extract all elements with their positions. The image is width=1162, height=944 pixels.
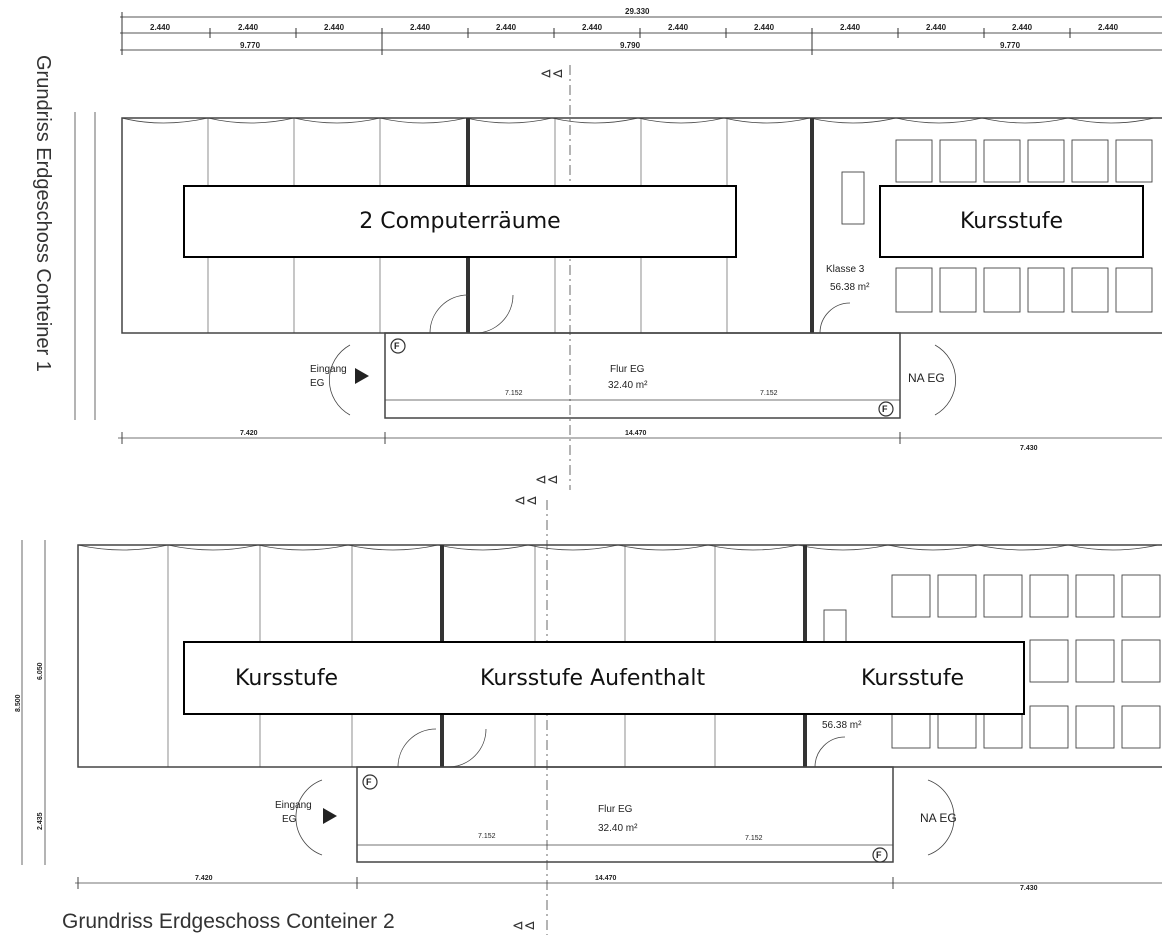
svg-text:7.420: 7.420 — [195, 875, 213, 882]
svg-text:2.440: 2.440 — [582, 23, 603, 32]
dim-total-top: 29.330 — [625, 7, 650, 16]
svg-text:7.152: 7.152 — [505, 390, 523, 397]
svg-text:8.500: 8.500 — [15, 694, 22, 712]
svg-text:2.435: 2.435 — [37, 812, 44, 830]
svg-text:F: F — [394, 341, 400, 351]
svg-text:2.440: 2.440 — [840, 23, 861, 32]
svg-text:2.440: 2.440 — [496, 23, 517, 32]
svg-text:6.050: 6.050 — [37, 662, 44, 680]
svg-text:2.440: 2.440 — [410, 23, 431, 32]
corridor-label-2: Flur EG — [598, 804, 633, 815]
kursstufe-aufenthalt-text: Kursstufe Aufenthalt — [480, 665, 706, 691]
desk-layout-1 — [841, 139, 1153, 313]
svg-text:9.790: 9.790 — [620, 41, 641, 50]
svg-text:7.152: 7.152 — [478, 833, 496, 840]
svg-text:7.420: 7.420 — [240, 430, 258, 437]
corridor-area-1: 32.40 m² — [608, 380, 648, 391]
kursstufe-text-1: Kursstufe — [959, 209, 1064, 234]
room-class-label: Klasse 3 — [826, 264, 865, 275]
svg-text:⊲⊲: ⊲⊲ — [535, 471, 558, 487]
svg-text:7.152: 7.152 — [745, 835, 763, 842]
north-arrow-icon: ⊲⊲ — [512, 917, 535, 933]
svg-text:2.440: 2.440 — [238, 23, 259, 32]
entrance-eg-2: EG — [282, 814, 297, 825]
kursstufe-right-text: Kursstufe — [861, 665, 965, 691]
corridor-label-1: Flur EG — [610, 364, 645, 375]
svg-text:⊲⊲: ⊲⊲ — [514, 492, 537, 508]
entrance-arrow-1 — [355, 368, 369, 384]
svg-text:F: F — [366, 777, 372, 787]
room-area-label-2: 56.38 m² — [822, 720, 862, 731]
svg-text:2.440: 2.440 — [668, 23, 689, 32]
svg-text:F: F — [882, 404, 888, 414]
entrance-label-1: Eingang — [310, 364, 347, 375]
label-computer-rooms: 2 Computerräume — [183, 185, 737, 258]
label-kursstufe-group-2: Kursstufe Kursstufe Aufenthalt Kursstufe — [183, 641, 1025, 715]
north-arrow-icon: ⊲⊲ — [540, 65, 563, 81]
fire-extinguisher-icon — [362, 774, 378, 790]
label-kursstufe-1: Kursstufe — [879, 185, 1144, 258]
fire-extinguisher-icon — [872, 847, 888, 863]
svg-text:9.770: 9.770 — [240, 41, 261, 50]
svg-text:7.430: 7.430 — [1020, 445, 1038, 452]
entrance-label-2: Eingang — [275, 800, 312, 811]
plan2-title: Grundriss Erdgeschoss Conteiner 2 — [62, 910, 395, 933]
svg-text:7.152: 7.152 — [760, 390, 778, 397]
svg-text:F: F — [876, 850, 882, 860]
svg-text:14.470: 14.470 — [625, 430, 647, 437]
svg-text:2.440: 2.440 — [1012, 23, 1033, 32]
plan1-title: Grundriss Erdgeschoss Conteiner 1 — [32, 55, 54, 372]
room-area-label-1: 56.38 m² — [830, 282, 870, 293]
svg-text:14.470: 14.470 — [595, 875, 617, 882]
fire-extinguisher-icon — [390, 338, 406, 354]
svg-text:7.430: 7.430 — [1020, 885, 1038, 892]
exit-label-1: NA EG — [908, 371, 945, 385]
entrance-eg-1: EG — [310, 378, 325, 389]
svg-text:2.440: 2.440 — [324, 23, 345, 32]
fire-extinguisher-icon — [878, 401, 894, 417]
corridor-area-2: 32.40 m² — [598, 823, 638, 834]
exit-label-2: NA EG — [920, 811, 957, 825]
kursstufe-left-text: Kursstufe — [235, 665, 339, 691]
svg-text:9.770: 9.770 — [1000, 41, 1021, 50]
computer-rooms-text: 2 Computerräume — [359, 209, 561, 234]
dimension-ticks-top — [121, 12, 1071, 55]
svg-text:2.440: 2.440 — [150, 23, 171, 32]
svg-text:2.440: 2.440 — [754, 23, 775, 32]
svg-text:2.440: 2.440 — [926, 23, 947, 32]
entrance-arrow-2 — [323, 808, 337, 824]
svg-text:2.440: 2.440 — [1098, 23, 1119, 32]
